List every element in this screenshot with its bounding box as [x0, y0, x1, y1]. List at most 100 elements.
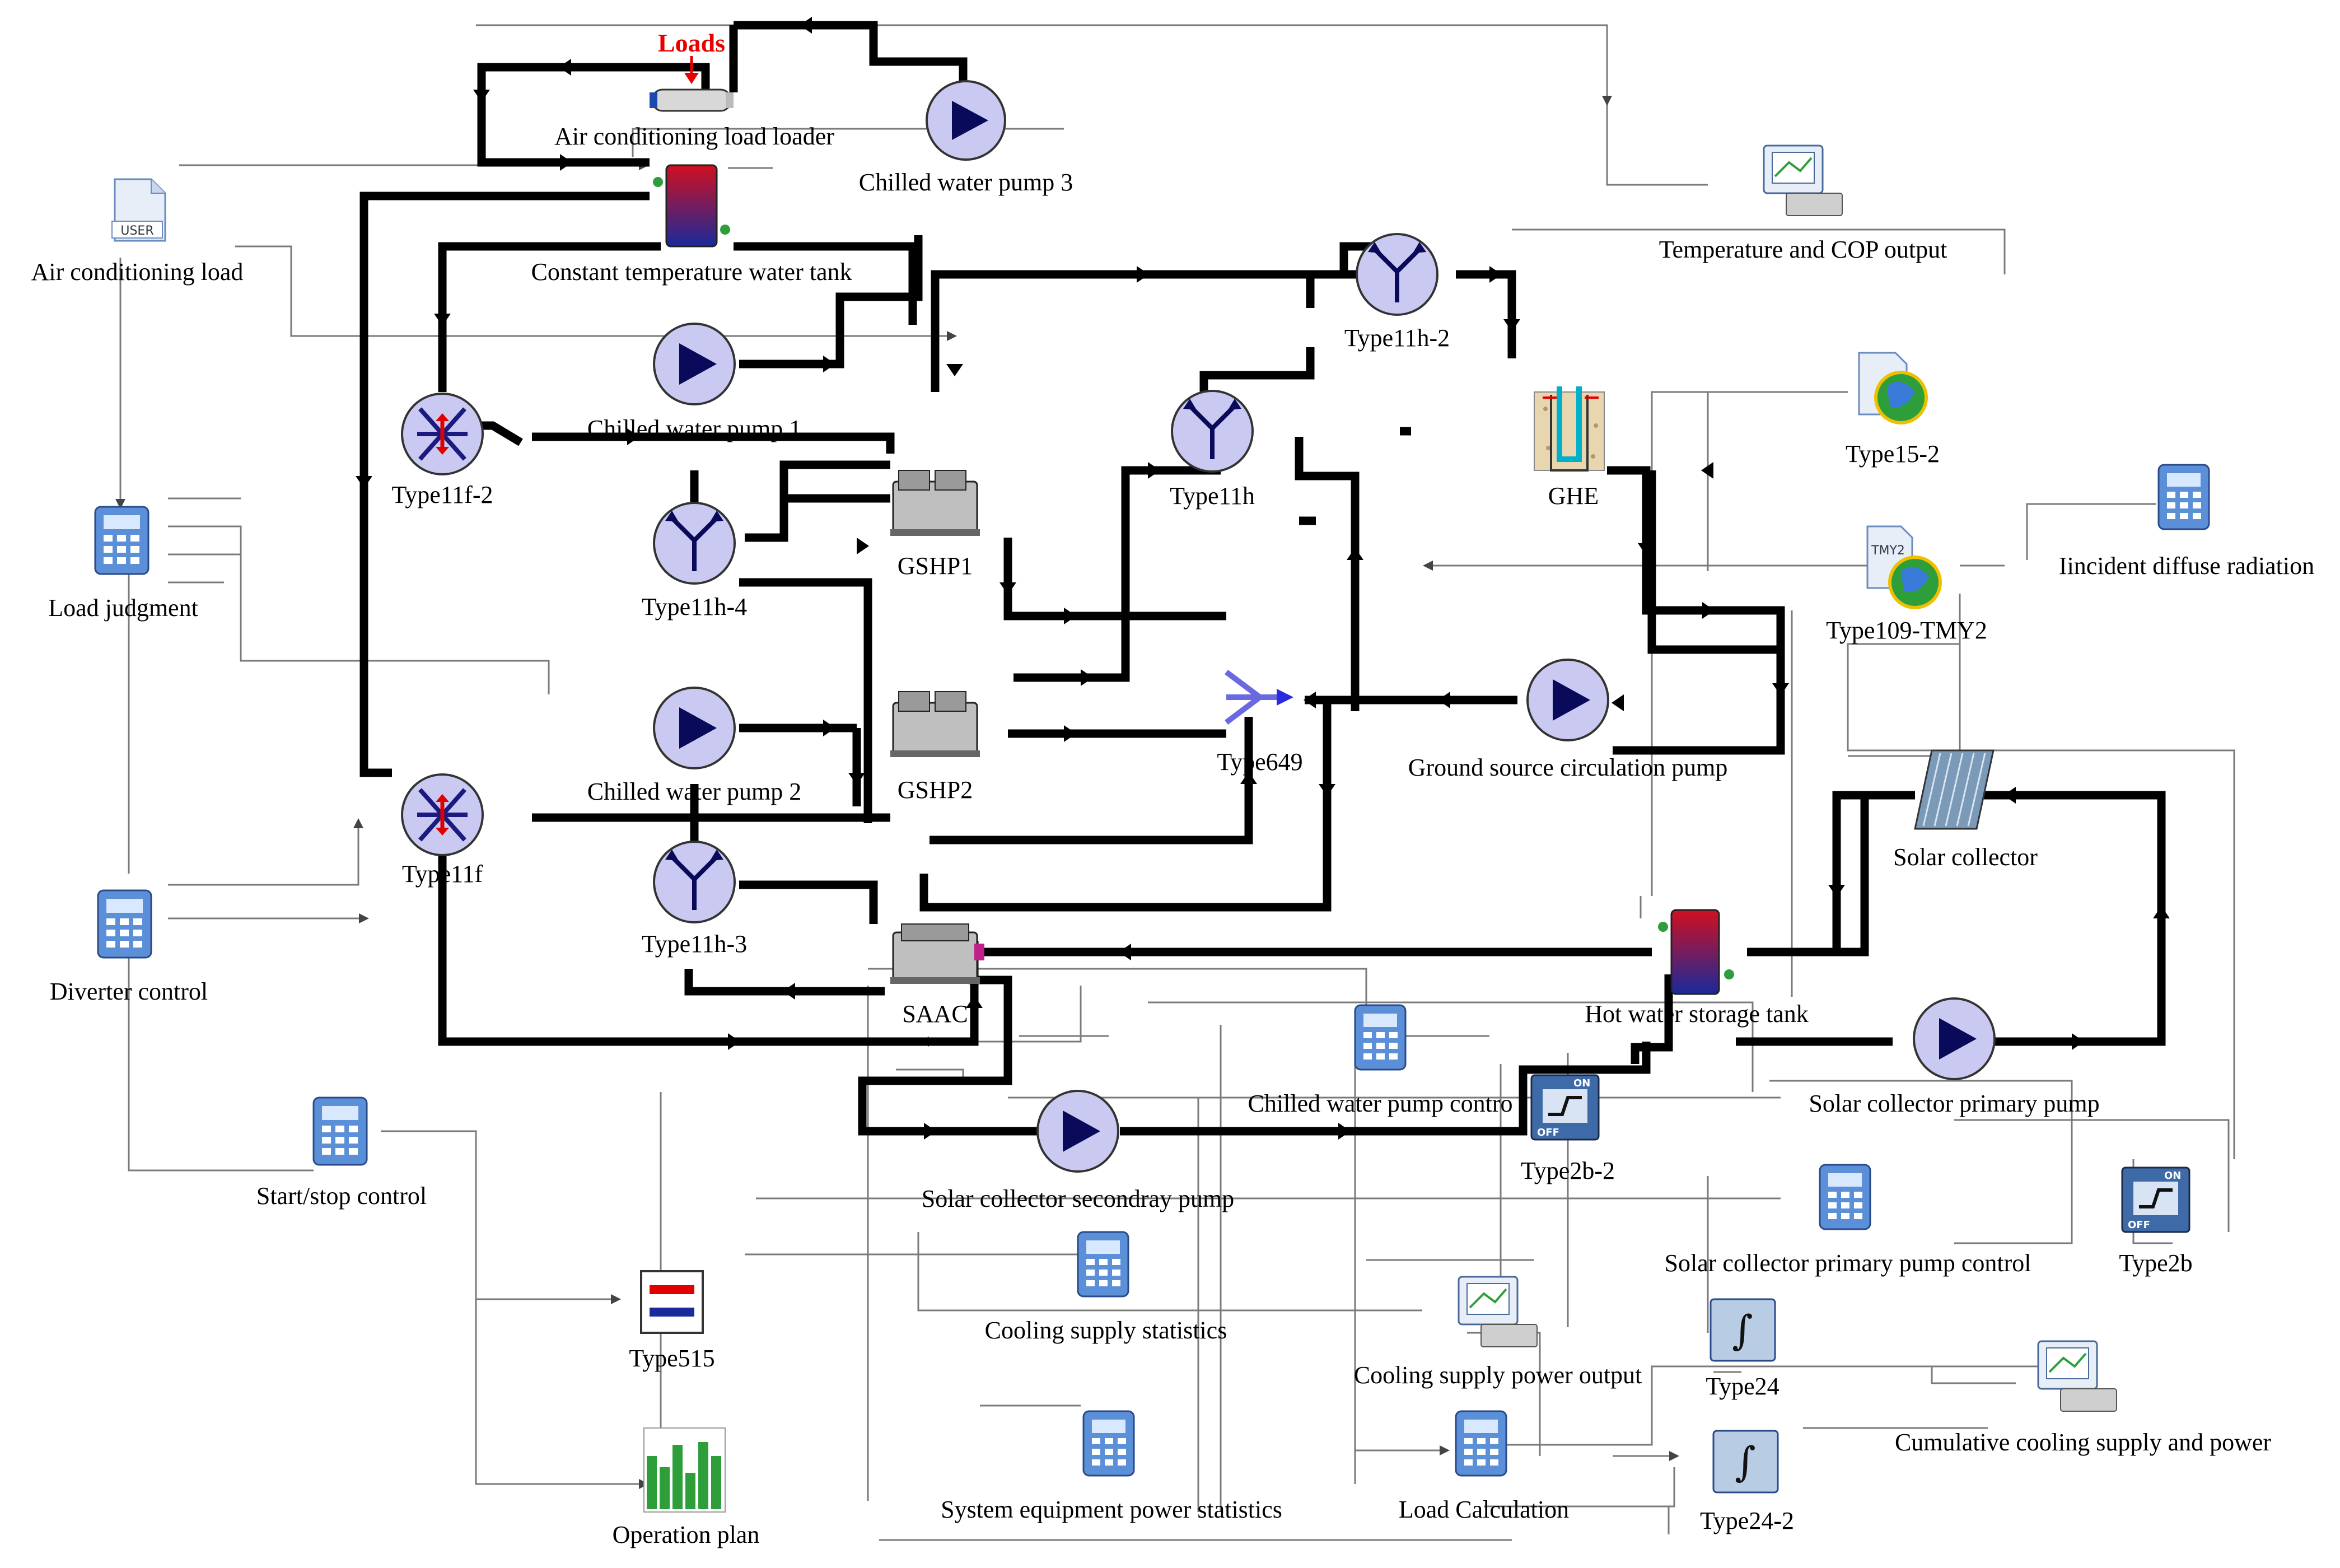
svg-text:∫: ∫ — [1732, 1306, 1753, 1354]
type515-label: Type515 — [629, 1345, 714, 1372]
tee-mixer-icon — [1171, 390, 1254, 473]
solar-collector-primary-pump-control[interactable]: Solar collector primary pump control — [1665, 1164, 2031, 1277]
integrator-icon: ∫ — [1712, 1430, 1779, 1494]
printer-plotter-icon — [1458, 1276, 1538, 1347]
incident-diffuse-radiation[interactable]: Iincident diffuse radiation — [2059, 464, 2314, 580]
calculator-icon — [2157, 464, 2210, 530]
load-calculation-label: Load Calculation — [1399, 1496, 1569, 1523]
svg-text:ON: ON — [1573, 1077, 1590, 1089]
load-judgment-label: Load judgment — [48, 594, 198, 622]
flow-diverter-icon — [401, 773, 484, 856]
saac-absorption-chiller[interactable]: SAAC — [890, 923, 984, 1028]
svg-text:ON: ON — [2164, 1170, 2181, 1182]
pump-icon — [1913, 997, 1996, 1080]
ac-load[interactable]: USER Air conditioning load — [31, 178, 244, 286]
cooling-supply-statistics-label: Cooling supply statistics — [985, 1317, 1227, 1344]
type109-tmy2-label: Type109-TMY2 — [1826, 617, 1987, 644]
chilled-water-pump-control-label: Chilled water pump contro — [1248, 1090, 1513, 1117]
ground-source-circulation-pump[interactable]: Ground source circulation pump — [1408, 659, 1728, 781]
calculator-icon — [1082, 1410, 1135, 1477]
pump-icon — [653, 687, 736, 769]
svg-text:TMY2: TMY2 — [1871, 544, 1905, 558]
solar-collector-label: Solar collector — [1893, 843, 2038, 871]
load-judgment[interactable]: Load judgment — [48, 506, 198, 622]
svg-text:Loads: Loads — [658, 29, 725, 57]
ac-load-label: Air conditioning load — [31, 258, 244, 286]
signal-connections — [115, 24, 2235, 1541]
solar-collector-secondary-pump[interactable]: Solar collector secondray pump — [922, 1090, 1234, 1212]
type24-label: Type24 — [1706, 1373, 1779, 1400]
load-calculation[interactable]: Load Calculation — [1399, 1410, 1569, 1523]
bar-schedule-icon — [643, 1427, 726, 1513]
printer-plotter-icon — [2037, 1340, 2117, 1412]
gshp2-heat-pump[interactable]: GSHP2 — [890, 691, 980, 804]
calculator-icon — [97, 889, 152, 959]
incident-diffuse-radiation-label: Iincident diffuse radiation — [2059, 552, 2314, 580]
absorption-chiller-icon — [890, 923, 984, 984]
type11h-tee[interactable]: Type11h — [1170, 390, 1255, 510]
ac-load-loader-label: Air conditioning load loader — [554, 123, 834, 150]
cooling-supply-power-output[interactable]: Cooling supply power output — [1354, 1276, 1642, 1389]
calculator-icon — [1819, 1164, 1871, 1230]
cumulative-cooling-supply-power[interactable]: Cumulative cooling supply and power — [1895, 1340, 2271, 1456]
constant-temperature-water-tank-label: Constant temperature water tank — [531, 258, 852, 286]
solar-collector[interactable]: Solar collector — [1893, 749, 2038, 871]
loads-badge: Loads — [658, 29, 725, 84]
chilled-water-pump-1-label: Chilled water pump 1 — [587, 415, 802, 442]
type11h-4-tee[interactable]: Type11h-4 — [642, 502, 747, 620]
temperature-cop-output[interactable]: Temperature and COP output — [1659, 144, 1947, 263]
type2b-2-controller[interactable]: ON OFF Type2b-2 — [1521, 1074, 1615, 1184]
load-loader-pipe-icon — [650, 88, 734, 112]
cumulative-cooling-supply-power-label: Cumulative cooling supply and power — [1895, 1429, 2271, 1456]
cooling-supply-statistics[interactable]: Cooling supply statistics — [985, 1231, 1227, 1344]
ghe-ground-heat-exchanger[interactable]: GHE — [1534, 386, 1605, 510]
calculator-icon — [312, 1096, 368, 1166]
heat-pump-icon — [890, 470, 980, 536]
type109-tmy2-weather[interactable]: TMY2 Type109-TMY2 — [1826, 525, 1987, 644]
type649-mixing-valve[interactable]: Type649 — [1217, 670, 1303, 776]
user-data-file-icon: USER — [111, 178, 166, 242]
pump-icon — [1526, 659, 1609, 741]
type11h-2-tee[interactable]: Type11h-2 — [1344, 233, 1450, 352]
constant-temperature-water-tank[interactable]: Constant temperature water tank — [531, 164, 852, 286]
pump-icon — [926, 80, 1006, 161]
system-equipment-power-statistics[interactable]: System equipment power statistics — [941, 1410, 1282, 1523]
solar-collector-primary-pump-label: Solar collector primary pump — [1809, 1090, 2099, 1117]
gshp1-heat-pump[interactable]: GSHP1 — [890, 470, 980, 580]
type15-2-weather[interactable]: Type15-2 — [1846, 352, 1940, 468]
mixing-valve-icon — [1225, 670, 1293, 725]
on-off-controller-icon: ON OFF — [2121, 1166, 2190, 1233]
type515-controller[interactable]: Type515 — [629, 1270, 715, 1372]
type11f-2-diverter[interactable]: Type11f-2 — [391, 393, 493, 508]
chilled-water-pump-2[interactable]: Chilled water pump 2 — [587, 687, 802, 805]
type11h-2-label: Type11h-2 — [1344, 324, 1450, 352]
type24-2-integrator[interactable]: ∫ Type24-2 — [1700, 1430, 1794, 1534]
type11f-diverter[interactable]: Type11f — [401, 773, 484, 888]
type11h-4-label: Type11h-4 — [642, 593, 747, 620]
type24-integrator[interactable]: ∫ Type24 — [1706, 1298, 1779, 1400]
storage-tank-icon — [653, 164, 730, 248]
hot-water-storage-tank[interactable]: Hot water storage tank — [1585, 909, 1809, 1028]
start-stop-control[interactable]: Start/stop control — [256, 1096, 427, 1210]
on-off-controller-icon: ON OFF — [1530, 1074, 1600, 1141]
gshp2-label: GSHP2 — [898, 776, 973, 804]
operation-plan[interactable]: Operation plan — [613, 1427, 760, 1548]
flow-diverter-icon — [401, 393, 484, 475]
solar-collector-primary-pump-control-label: Solar collector primary pump control — [1665, 1249, 2031, 1277]
type11f-2-label: Type11f-2 — [391, 481, 493, 508]
chilled-water-pump-3[interactable]: Chilled water pump 3 — [859, 80, 1073, 196]
ac-load-loader[interactable]: Air conditioning load loader — [554, 88, 834, 150]
storage-tank-icon — [1658, 909, 1734, 995]
weather-globe-icon: TMY2 — [1866, 525, 1942, 609]
flow-arrows — [356, 17, 2170, 1140]
type24-2-label: Type24-2 — [1700, 1507, 1794, 1534]
chilled-water-pump-1[interactable]: Chilled water pump 1 — [587, 323, 802, 442]
type11h-3-tee[interactable]: Type11h-3 — [642, 841, 747, 958]
chilled-water-pump-control[interactable]: Chilled water pump contro — [1248, 1004, 1513, 1117]
type11h-3-label: Type11h-3 — [642, 930, 747, 958]
solar-collector-primary-pump[interactable]: Solar collector primary pump — [1809, 997, 2100, 1117]
type2b-controller[interactable]: ON OFF Type2b — [2119, 1166, 2193, 1277]
diverter-control[interactable]: Diverter control — [50, 889, 208, 1005]
calculator-icon — [1455, 1410, 1507, 1477]
